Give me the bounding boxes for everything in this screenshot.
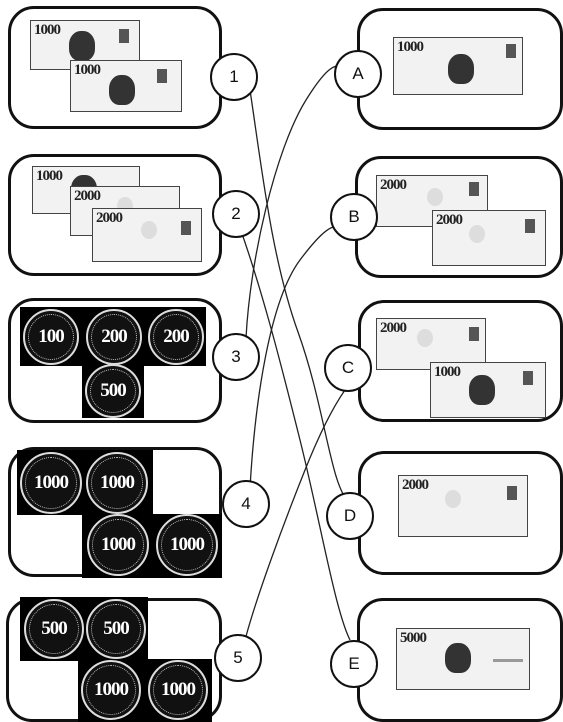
coin: 500: [86, 599, 146, 659]
banknote-value: 5000: [400, 630, 427, 646]
coin: 200: [148, 309, 204, 365]
coin: 1000: [20, 452, 82, 514]
banknote-value: 2000: [380, 320, 407, 336]
banknote-value: 2000: [402, 477, 429, 493]
banknote: 1000: [70, 60, 182, 112]
coin: 100: [23, 309, 79, 365]
match-line-1-D: [249, 89, 348, 501]
match-circle-5[interactable]: 5: [214, 634, 262, 682]
circle-label: 2: [231, 204, 241, 223]
match-circle-E[interactable]: E: [330, 640, 378, 688]
match-line-2-E: [239, 227, 351, 641]
coin: 500: [24, 599, 84, 659]
coin: 1000: [148, 660, 208, 720]
match-circle-C[interactable]: C: [324, 344, 372, 392]
banknote-value: 1000: [34, 22, 61, 38]
circle-label: B: [348, 207, 360, 226]
banknote-value: 2000: [74, 188, 101, 204]
circle-label: D: [343, 506, 357, 525]
match-circle-A[interactable]: A: [334, 50, 382, 98]
banknote-value: 2000: [436, 212, 463, 228]
circle-label: 4: [241, 494, 251, 513]
banknote: 1000: [393, 37, 523, 95]
match-circle-1[interactable]: 1: [210, 53, 258, 101]
match-circle-3[interactable]: 3: [212, 333, 260, 381]
match-line-5-C: [243, 389, 346, 645]
banknote-value: 2000: [380, 177, 407, 193]
circle-label: 1: [229, 67, 239, 86]
banknote-value: 1000: [74, 62, 101, 78]
match-circle-B[interactable]: B: [330, 193, 378, 241]
banknote: 2000: [92, 208, 202, 262]
coin: 500: [85, 364, 141, 418]
coin: 1000: [87, 514, 149, 576]
banknote: 2000: [398, 475, 528, 537]
banknote: 2000: [432, 210, 546, 266]
banknote-value: 2000: [96, 210, 123, 226]
banknote: 1000: [430, 362, 546, 418]
match-circle-4[interactable]: 4: [222, 480, 270, 528]
banknote: 2000: [376, 318, 486, 370]
circle-label: A: [352, 64, 364, 83]
coin: 200: [86, 309, 142, 365]
banknote: 5000: [396, 628, 530, 690]
banknote-value: 1000: [397, 39, 424, 55]
coin: 1000: [86, 452, 148, 514]
circle-label: 3: [231, 347, 241, 366]
circle-label: E: [348, 654, 360, 673]
coin: 1000: [81, 660, 141, 720]
circle-label: 5: [233, 648, 243, 667]
coin: 1000: [156, 514, 218, 576]
banknote-value: 1000: [36, 168, 63, 184]
circle-label: C: [341, 358, 355, 377]
banknote-value: 1000: [434, 364, 461, 380]
match-circle-2[interactable]: 2: [212, 190, 260, 238]
match-circle-D[interactable]: D: [326, 492, 374, 540]
